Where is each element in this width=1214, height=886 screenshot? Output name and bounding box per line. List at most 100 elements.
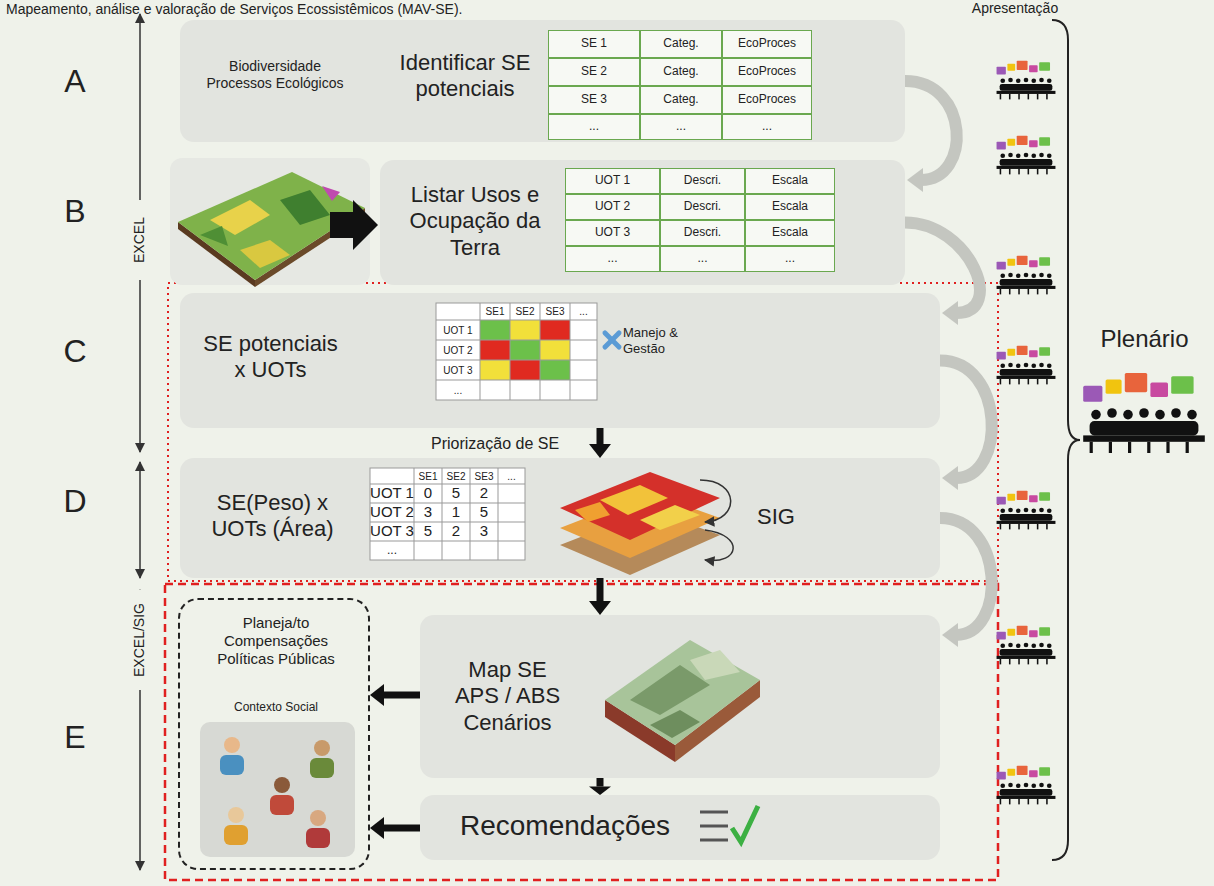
- meeting-icons: [997, 61, 1056, 100]
- weight-table: [370, 468, 525, 560]
- table-cell: ...: [370, 541, 414, 560]
- step-letter: E: [50, 718, 100, 758]
- arrowhead: [589, 444, 611, 458]
- table-cell: Categ.: [640, 58, 722, 86]
- land-use-map: [330, 200, 378, 250]
- table-cell: UOT 2: [370, 503, 414, 522]
- arrow-line: [384, 825, 420, 832]
- table-cell: 5: [414, 522, 442, 541]
- priority-matrix: [540, 340, 570, 360]
- node-title: SE(Peso) x UOTs (Área): [205, 490, 340, 543]
- matrix-header: SE3: [540, 303, 570, 320]
- table-cell: 0: [414, 484, 442, 503]
- table-cell: 5: [470, 503, 498, 522]
- priority-matrix: [480, 303, 481, 400]
- priority-matrix: [436, 303, 597, 400]
- priority-matrix: [480, 360, 510, 380]
- red-dotted-frame: [168, 283, 998, 581]
- table-cell: 5: [442, 484, 470, 503]
- node-title: Plenário: [1082, 325, 1207, 354]
- priority-matrix: [436, 320, 597, 321]
- ecosystem-service-map: [650, 710, 700, 738]
- node-text: Identificar SE potenciais: [380, 50, 550, 103]
- priority-matrix: [436, 303, 597, 400]
- plenary-brace: [1052, 20, 1080, 860]
- priority-matrix: [510, 303, 511, 400]
- figure-caption: Mapeamento, análise e valoração de Servi…: [6, 1, 463, 19]
- priority-matrix: [436, 360, 597, 361]
- table-cell: UOT 1: [565, 168, 660, 194]
- stakeholder-icons: [200, 722, 355, 857]
- step-letter: D: [50, 482, 100, 522]
- scope-axis: [139, 462, 141, 578]
- table-cell: Escala: [745, 220, 835, 246]
- arrowhead: [370, 684, 384, 706]
- table-cell: ...: [565, 246, 660, 272]
- stakeholder-icons: [274, 777, 290, 793]
- flow-arrow: [589, 778, 611, 795]
- flow-arrow: [589, 428, 611, 458]
- matrix-row-label: UOT 3: [436, 360, 480, 380]
- step-letter: C: [50, 332, 100, 372]
- table-cell: 1: [442, 503, 470, 522]
- curve-line: [905, 81, 957, 180]
- plenary: Plenário: [1082, 325, 1207, 365]
- weight-table: [370, 468, 525, 560]
- land-use-map: [280, 190, 330, 225]
- flow-arrow: [370, 684, 420, 706]
- land-use-map: [322, 186, 340, 201]
- arrowhead: [942, 466, 958, 490]
- table-cell: 2: [470, 484, 498, 503]
- table-header: SE2: [442, 468, 470, 484]
- arrowhead: [589, 601, 611, 615]
- weight-table: [442, 468, 443, 560]
- matrix-header: SE2: [510, 303, 540, 320]
- priority-matrix: [436, 380, 597, 381]
- node-title: SE potenciais x UOTs: [198, 331, 343, 384]
- arrowhead: [370, 817, 384, 839]
- node-title: Recomendações: [440, 809, 690, 843]
- table-cell: Categ.: [640, 86, 722, 114]
- tool-label: EXCEL: [131, 200, 149, 280]
- priority-matrix: [436, 303, 619, 400]
- table-cell: UOT 3: [565, 220, 660, 246]
- stakeholder-icons: [270, 795, 294, 815]
- table-cell: ...: [660, 246, 745, 272]
- table-cell: Escala: [745, 194, 835, 220]
- stakeholder-icons: [306, 828, 330, 848]
- stakeholder-icons: [220, 755, 244, 775]
- node-text: Manejo & Gestão: [623, 325, 687, 356]
- priority-matrix: [436, 340, 597, 341]
- land-use-map: [200, 226, 228, 246]
- step-panel: SE(Peso) x UOTs (Área)SIG: [180, 458, 940, 578]
- stakeholder-icons: [310, 758, 334, 778]
- presentation-label: Apresentação: [950, 0, 1080, 18]
- table-cell: UOT 1: [370, 484, 414, 503]
- node-title: Listar Usos e Ocupação da Terra: [385, 182, 565, 261]
- priority-matrix: [480, 320, 510, 340]
- checklist-icon: [700, 825, 728, 828]
- matrix-row-label: UOT 2: [436, 340, 480, 360]
- weight-table: [498, 468, 499, 560]
- stakeholder-icons: [224, 737, 240, 753]
- table-cell: 3: [414, 503, 442, 522]
- table-cell: UOT 3: [370, 522, 414, 541]
- table-cell: Escala: [745, 168, 835, 194]
- arrow-line: [597, 428, 604, 444]
- matrix-row-label: ...: [436, 380, 480, 400]
- meeting-icons: [1083, 373, 1205, 453]
- table-cell: Descri.: [660, 220, 745, 246]
- step-letter: B: [50, 192, 100, 232]
- table-cell: 2: [442, 522, 470, 541]
- priority-matrix: [570, 303, 571, 400]
- table-cell: SE 2: [548, 58, 640, 86]
- node-text: Contexto Social: [190, 700, 362, 714]
- stakeholder-icons: [314, 740, 330, 756]
- table-header: ...: [498, 468, 525, 484]
- matrix-header: ...: [570, 303, 597, 320]
- land-use-map: [170, 158, 378, 287]
- flow-curve: [940, 361, 992, 491]
- red-dashed-frame: [165, 584, 998, 880]
- node-title: Planeja/to Compensações Políticas Públic…: [206, 614, 346, 668]
